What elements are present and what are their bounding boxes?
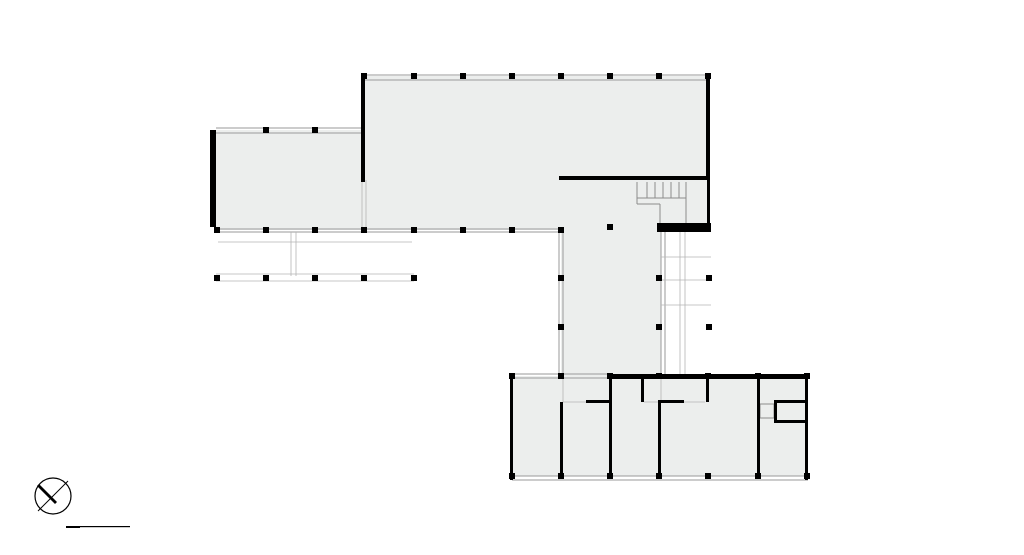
- scale-bar-icon: [66, 526, 130, 528]
- partition-2: [609, 378, 612, 478]
- column: [214, 227, 220, 233]
- column: [656, 473, 662, 479]
- column: [656, 324, 662, 330]
- partition-3: [658, 402, 661, 478]
- corridor-floor: [561, 178, 661, 378]
- west-wing-floor: [214, 130, 364, 230]
- columns: [214, 73, 810, 479]
- column: [509, 227, 515, 233]
- column: [656, 73, 662, 79]
- column: [509, 373, 515, 379]
- bridge-wall: [657, 223, 711, 232]
- stair-east-wall: [707, 178, 710, 226]
- column: [263, 127, 269, 133]
- main-hall-south-wall: [559, 176, 710, 180]
- stair-floor: [661, 180, 709, 226]
- column: [656, 275, 662, 281]
- column: [607, 73, 613, 79]
- column: [312, 227, 318, 233]
- column: [361, 73, 367, 79]
- column: [755, 373, 761, 379]
- column: [656, 373, 662, 379]
- south-block-east-wall: [805, 374, 808, 480]
- column: [361, 227, 367, 233]
- column: [804, 473, 810, 479]
- column: [706, 324, 712, 330]
- column: [804, 373, 810, 379]
- column: [411, 227, 417, 233]
- column: [706, 275, 712, 281]
- partition-8: [658, 400, 684, 403]
- main-hall-west-wall: [361, 74, 365, 182]
- column: [705, 73, 711, 79]
- partition-7: [586, 400, 612, 403]
- column: [411, 275, 417, 281]
- column: [705, 373, 711, 379]
- main-hall-east-wall: [706, 74, 710, 180]
- column: [312, 275, 318, 281]
- west-wing-end-wall: [210, 130, 216, 227]
- partition-6: [706, 378, 709, 402]
- column: [607, 224, 613, 230]
- column: [263, 227, 269, 233]
- column: [509, 473, 515, 479]
- column: [263, 275, 269, 281]
- column: [558, 73, 564, 79]
- column: [312, 127, 318, 133]
- column: [607, 473, 613, 479]
- column: [558, 227, 564, 233]
- column: [558, 275, 564, 281]
- partition-9: [774, 400, 806, 403]
- column: [460, 227, 466, 233]
- column: [460, 73, 466, 79]
- column: [509, 73, 515, 79]
- column: [214, 275, 220, 281]
- column: [705, 473, 711, 479]
- partition-1: [560, 402, 563, 478]
- partition-10: [774, 400, 777, 422]
- south-block-west-wall: [510, 374, 513, 480]
- column: [558, 373, 564, 379]
- column: [755, 473, 761, 479]
- column: [558, 473, 564, 479]
- column: [558, 324, 564, 330]
- column: [361, 275, 367, 281]
- north-arrow-icon: [34, 477, 72, 515]
- column: [411, 73, 417, 79]
- partition-4: [757, 378, 760, 478]
- partition-11: [774, 420, 806, 423]
- partition-5: [641, 378, 644, 402]
- column: [607, 373, 613, 379]
